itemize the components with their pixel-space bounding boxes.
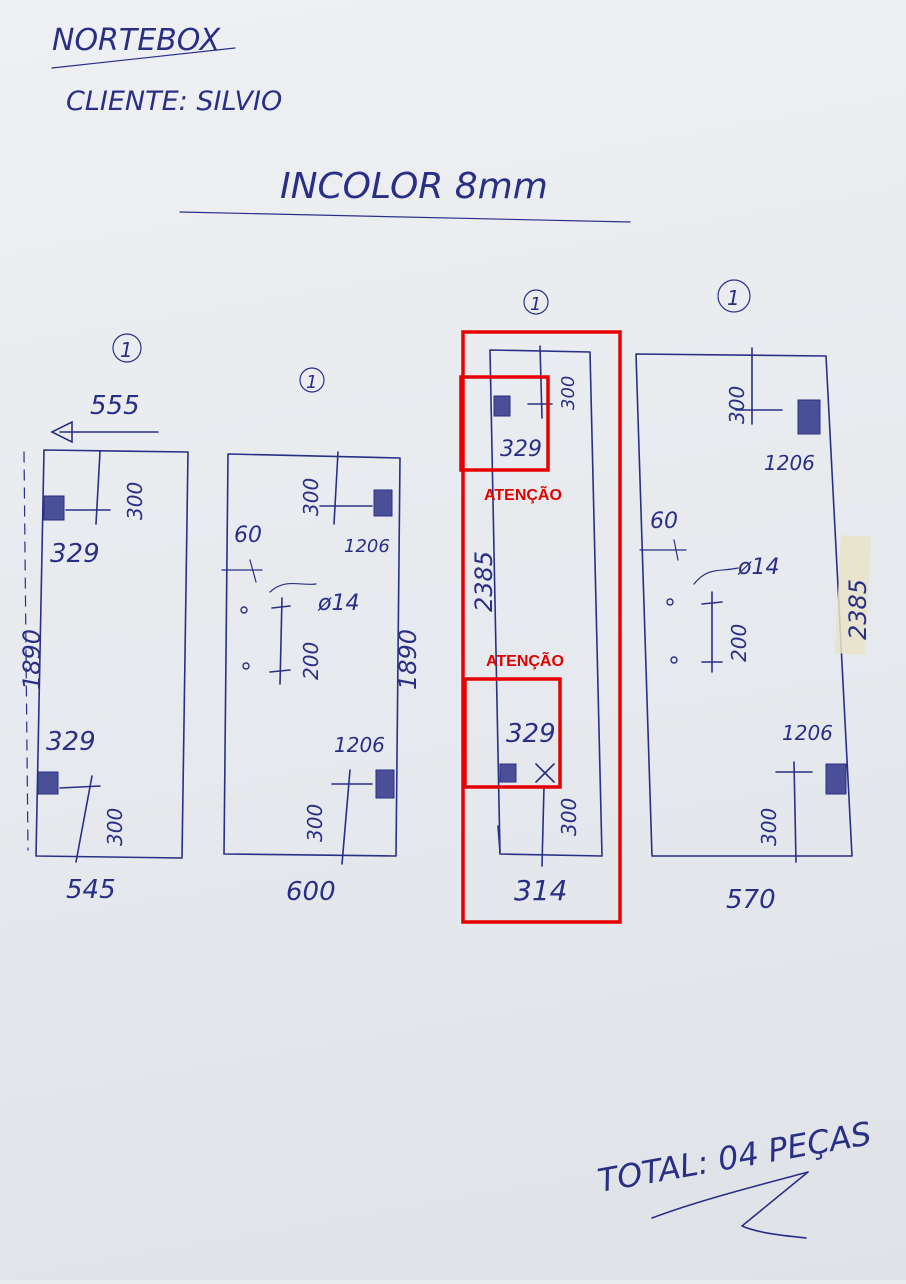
piece-1: 1 555 1890 300 329 329 300 545 xyxy=(18,333,189,905)
piece-2-hole-diameter: ø14 xyxy=(317,591,359,616)
piece-1-top-hole-position: 329 xyxy=(50,539,100,569)
piece-4-height: 2385 xyxy=(844,579,872,640)
signature xyxy=(651,1171,809,1239)
piece-1-bottom-tick xyxy=(59,785,101,789)
piece-4-leader xyxy=(693,567,739,585)
piece-2-bottom-dim xyxy=(341,769,351,865)
piece-2-spacing-tick-top xyxy=(271,605,291,609)
piece-2-bottom-hole-offset: 300 xyxy=(303,804,327,842)
material-underline xyxy=(179,211,631,223)
piece-4-hole-bottom xyxy=(670,656,678,664)
piece-2-spacing-dim xyxy=(279,597,283,685)
piece-3-top-hole-position: 329 xyxy=(500,437,542,462)
piece-1-height-line xyxy=(23,451,29,851)
piece-4-bottom-hole-label: 1206 xyxy=(782,721,833,745)
piece-3-qty: 1 xyxy=(530,294,541,315)
piece-4-qty-circle xyxy=(717,279,751,313)
piece-3-highlight-box xyxy=(461,330,622,924)
piece-3-top-hinge xyxy=(493,395,511,417)
piece-2-hole-spacing: 200 xyxy=(299,642,323,680)
piece-3-height: 2385 xyxy=(470,551,498,612)
piece-1-bottom-hole-position: 329 xyxy=(46,727,96,757)
piece-3-qty-circle xyxy=(523,289,549,315)
piece-1-bottom-hole-offset: 300 xyxy=(103,808,127,846)
piece-2-hole-top xyxy=(240,606,248,614)
company-underline xyxy=(51,47,236,69)
client-name: CLIENTE: SILVIO xyxy=(66,86,282,117)
piece-4-hole-top xyxy=(666,598,674,606)
piece-4-bottom-hinge xyxy=(825,763,847,795)
piece-3-bottom-dim xyxy=(541,785,545,867)
piece-1-top-dim xyxy=(95,451,101,525)
piece-2-outline xyxy=(223,453,401,857)
piece-4-left-tick xyxy=(673,539,679,561)
piece-4-left-offset: 60 xyxy=(650,509,678,534)
piece-1-top-hole-offset: 300 xyxy=(123,482,147,520)
piece-2-top-hole-offset: 300 xyxy=(299,478,323,516)
piece-1-height: 1890 xyxy=(18,629,46,690)
piece-3-bottom-warning-box xyxy=(463,677,562,789)
piece-3-top-dim xyxy=(539,345,543,419)
piece-4-hole-diameter: ø14 xyxy=(737,555,779,580)
piece-4-hole-spacing: 200 xyxy=(727,624,751,662)
piece-3-bottom-width: 314 xyxy=(514,874,567,907)
total-pieces: TOTAL: 04 PEÇAS xyxy=(595,1114,874,1200)
piece-3-bottom-edge-tick xyxy=(497,825,501,853)
piece-4-bottom-dim xyxy=(793,761,797,863)
piece-2-qty: 1 xyxy=(306,372,317,393)
piece-3-bottom-hinge xyxy=(499,763,517,783)
piece-3-bottom-hole-position: 329 xyxy=(506,719,556,749)
piece-1-top-width: 555 xyxy=(90,391,140,421)
piece-2-bottom-width: 600 xyxy=(286,877,336,907)
piece-1-top-hinge xyxy=(43,495,65,521)
piece-3: 1 300 329 2385 329 300 314 ATENÇÃO ATENÇ… xyxy=(459,289,622,924)
piece-1-qty-circle xyxy=(112,333,142,363)
piece-4-spacing-tick-top xyxy=(701,601,723,605)
piece-3-top-hole-offset: 300 xyxy=(558,376,579,410)
piece-4-top-hinge xyxy=(797,399,821,435)
piece-1-qty: 1 xyxy=(120,338,133,362)
piece-4-top-hole-label: 1206 xyxy=(764,451,815,475)
piece-3-warning-bottom: ATENÇÃO xyxy=(486,650,564,670)
piece-1-outline xyxy=(35,449,189,859)
piece-1-bottom-width: 545 xyxy=(66,875,116,905)
piece-2-top-hinge xyxy=(373,489,393,517)
piece-2: 1 300 1206 60 ø14 200 1890 1206 300 600 xyxy=(221,367,422,907)
piece-2-bottom-hinge xyxy=(375,769,395,799)
piece-2-left-offset: 60 xyxy=(234,523,262,548)
piece-3-outline xyxy=(489,349,603,857)
piece-2-height: 1890 xyxy=(394,629,422,690)
piece-4: 1 300 1206 2385 60 ø14 200 1206 300 570 xyxy=(635,279,872,915)
piece-2-top-hole-label: 1206 xyxy=(344,536,390,557)
piece-2-bottom-hole-label: 1206 xyxy=(334,733,385,757)
piece-3-warning-top: ATENÇÃO xyxy=(484,484,562,504)
piece-3-bottom-hole-offset: 300 xyxy=(557,798,581,836)
piece-4-qty: 1 xyxy=(727,286,740,310)
piece-4-tape xyxy=(834,535,872,655)
piece-1-arrow-icon xyxy=(50,420,73,444)
piece-4-bottom-hole-offset: 300 xyxy=(757,808,781,846)
piece-4-bottom-width: 570 xyxy=(726,885,776,915)
piece-1-bottom-hinge xyxy=(37,771,59,795)
piece-2-spacing-tick-bottom xyxy=(269,669,291,673)
piece-2-hole-bottom xyxy=(242,662,250,670)
piece-3-top-warning-box xyxy=(459,375,550,472)
piece-4-outline xyxy=(635,353,853,857)
piece-2-qty-circle xyxy=(299,367,325,393)
piece-2-left-tick xyxy=(249,559,257,583)
piece-1-bottom-dim xyxy=(75,775,93,863)
piece-4-top-hole-offset: 300 xyxy=(725,386,749,424)
material-title: INCOLOR 8mm xyxy=(280,166,548,207)
piece-2-top-dim xyxy=(333,451,339,525)
piece-2-leader xyxy=(269,582,317,593)
piece-3-bottom-cross-b xyxy=(535,763,555,783)
